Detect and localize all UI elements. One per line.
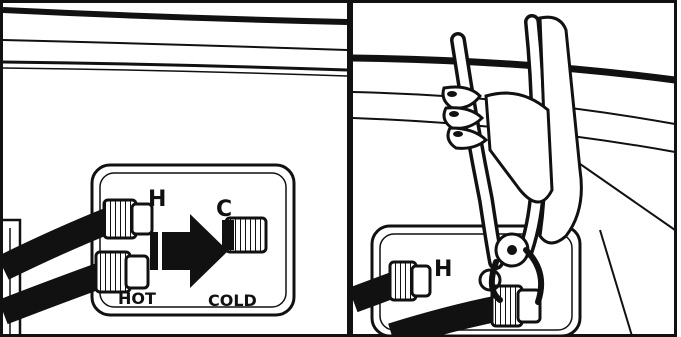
hot-text-label: HOT	[118, 289, 156, 308]
hot-marker-label: H	[148, 187, 166, 212]
cold-inlet-valve	[222, 218, 266, 252]
cold-text-label: COLD	[208, 291, 257, 310]
panel-left: H C HOT COLD	[2, 2, 349, 337]
cold-marker-label: C	[216, 197, 232, 222]
panel-right: H	[352, 2, 676, 337]
hot-marker-label: H	[434, 257, 452, 282]
